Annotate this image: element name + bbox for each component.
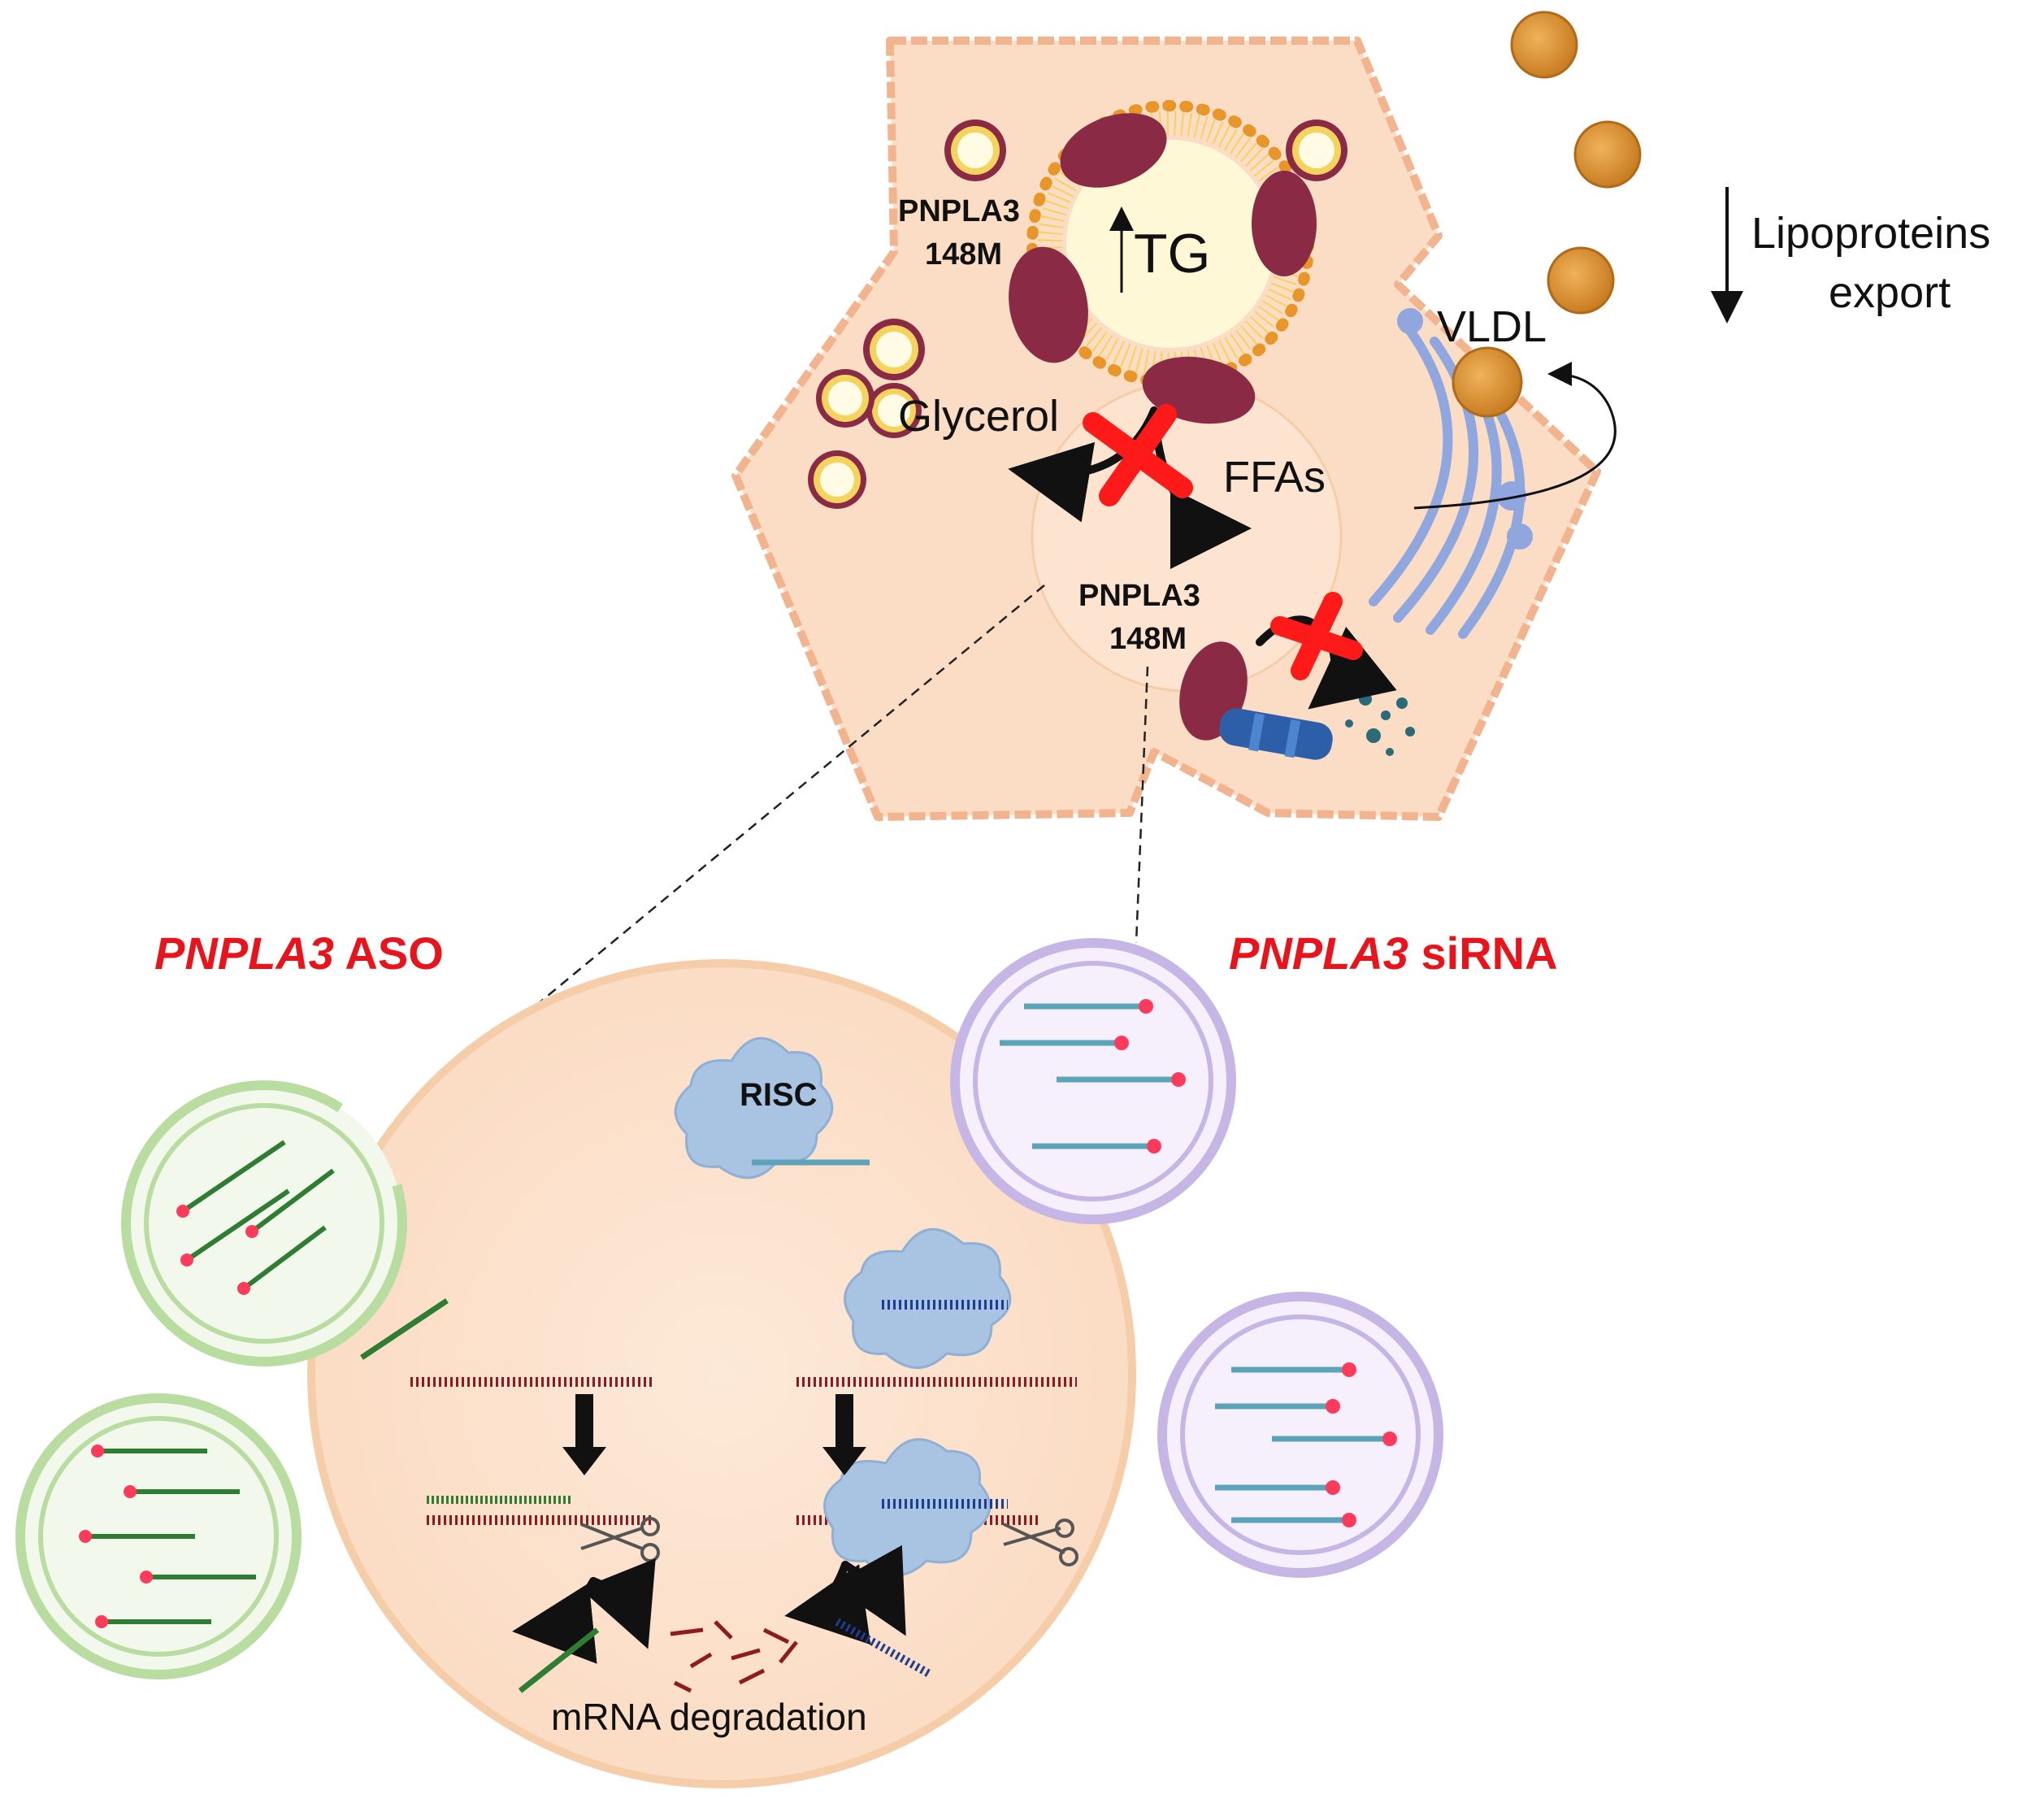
vldl-label: VLDL	[1437, 302, 1547, 351]
risc-label: RISC	[740, 1077, 818, 1113]
glycerol-label: Glycerol	[898, 392, 1059, 441]
sirna-gene: PNPLA3	[1229, 928, 1408, 979]
scissors-icon	[580, 1517, 660, 1562]
pnpla3-label-top: PNPLA3	[898, 194, 1020, 228]
export-label: export	[1829, 268, 1951, 317]
aso-vesicle-2	[15, 1393, 302, 1679]
sirna-released	[835, 1618, 933, 1679]
tg-label: TG	[1134, 223, 1210, 285]
zoomed-cell	[307, 959, 1136, 1788]
vldl-particle-icon	[1452, 11, 1642, 418]
risc-complex-icon: RISC	[674, 1036, 870, 1180]
aso-vesicle-1	[121, 1080, 407, 1366]
pnpla3-protein-cluster	[1009, 113, 1317, 741]
aso-gene: PNPLA3	[154, 928, 334, 979]
proteasome-icon	[1219, 708, 1333, 760]
lipoproteins-label: Lipoproteins	[1751, 209, 1990, 258]
sirna-title: PNPLA3 siRNA	[1229, 928, 1558, 979]
sirna-suffix: siRNA	[1408, 928, 1558, 979]
aso-suffix: ASO	[334, 928, 444, 979]
small-lipid-droplets	[808, 119, 1347, 509]
aso-title: PNPLA3 ASO	[154, 928, 444, 979]
variant-label-mid: 148M	[1109, 622, 1187, 656]
degradation-arrows	[512, 1544, 906, 1664]
degradation-label: mRNA degradation	[551, 1696, 867, 1738]
risc-loaded-icon	[844, 1227, 1012, 1369]
inhibition-cross-icon	[1083, 404, 1193, 506]
mrna-fragments	[670, 1620, 798, 1693]
risc-cleavage-icon	[823, 1438, 1008, 1576]
scissors-icon-2	[1003, 1518, 1078, 1566]
variant-label-top: 148M	[925, 237, 1002, 272]
sirna-vesicle-1	[950, 938, 1236, 1224]
aso-released	[518, 1627, 600, 1693]
aso-free-strand	[360, 1298, 449, 1360]
sirna-vesicle-2	[1157, 1292, 1443, 1578]
inhibition-cross-icon-2	[1270, 592, 1363, 680]
pnpla3-label-mid: PNPLA3	[1078, 579, 1200, 613]
step-arrows	[562, 1394, 866, 1475]
vldl-secretion-arrow	[1413, 362, 1617, 510]
ffas-label: FFAs	[1223, 453, 1326, 502]
